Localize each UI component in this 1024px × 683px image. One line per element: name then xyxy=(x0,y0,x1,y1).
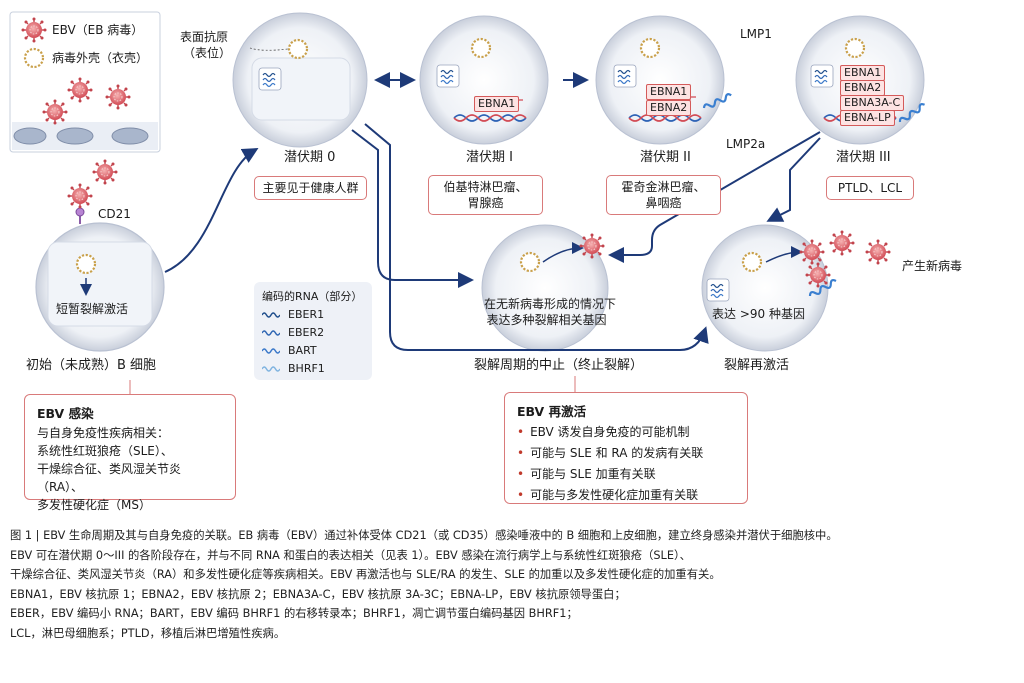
flow-arrows xyxy=(164,72,821,351)
rna-legend-item: EBER1 xyxy=(262,306,364,324)
latency3-tag-ebna1: EBNA1 xyxy=(840,65,886,81)
reactivation-label: 裂解再激活 xyxy=(724,358,790,373)
epithelium-panel xyxy=(9,11,161,153)
latency2-cell xyxy=(595,15,734,145)
caption-line: EBNA1，EBV 核抗原 1；EBNA2，EBV 核抗原 2；EBNA3A-C… xyxy=(10,587,626,601)
infection-line: 与自身免疫性疾病相关： xyxy=(37,426,170,440)
infection-line: 系统性红斑狼疮（SLE）、 xyxy=(37,444,173,458)
latency1-cell xyxy=(419,15,549,145)
lmp2a-label: LMP2a xyxy=(726,137,766,151)
rna-legend-title: 编码的RNA（部分） xyxy=(262,290,363,303)
latency3-tag-ebna2: EBNA2 xyxy=(840,80,886,96)
rna-legend-item: BHRF1 xyxy=(262,360,364,378)
caption-line: EBV 可在潜伏期 0～III 的各阶段存在，并与不同 RNA 和蛋白的表达相关… xyxy=(10,548,691,562)
legend-capsid-label: 病毒外壳（衣壳） xyxy=(52,51,149,65)
latency2-label: 潜伏期 II xyxy=(640,150,691,165)
naive-b-cell-label: 初始（未成熟）B 细胞 xyxy=(26,358,157,373)
reactivation-cell xyxy=(701,224,892,352)
infection-box-title: EBV 感染 xyxy=(37,406,94,421)
caption-line: 图 1 | EBV 生命周期及其与自身免疫的关联。EB 病毒（EBV）通过补体受… xyxy=(10,529,838,542)
new-virus-label: 产生新病毒 xyxy=(902,259,963,273)
ebv-reactivation-box: EBV 再激活 EBV 诱发自身免疫的可能机制 可能与 SLE 和 RA 的发病… xyxy=(504,392,748,504)
naive-inside-label: 短暂裂解激活 xyxy=(56,302,129,316)
latency1-label: 潜伏期 I xyxy=(466,150,513,165)
cd21-label: CD21 xyxy=(98,207,131,221)
rna-legend-item: BART xyxy=(262,342,364,360)
legend-ebv-label: EBV（EB 病毒） xyxy=(52,23,144,37)
latency1-tag-ebna1: EBNA1 xyxy=(474,96,520,112)
infection-line: 多发性硬化症（MS） xyxy=(37,498,151,512)
latency3-callout: PTLD、LCL xyxy=(826,176,914,200)
latency2-tag-ebna1: EBNA1 xyxy=(646,84,692,100)
latency2-callout: 霍奇金淋巴瘤、鼻咽癌 xyxy=(606,175,721,215)
latency3-label: 潜伏期 III xyxy=(836,150,891,165)
latency3-tag-ebna3ac: EBNA3A-C xyxy=(840,95,905,111)
latency0-cell xyxy=(232,12,368,148)
caption-line: 干燥综合征、类风湿关节炎（RA）和多发性硬化症等疾病相关。EBV 再激活也与 S… xyxy=(10,568,721,581)
lmp1-label: LMP1 xyxy=(740,27,772,41)
figure-caption: 图 1 | EBV 生命周期及其与自身免疫的关联。EB 病毒（EBV）通过补体受… xyxy=(10,526,1010,643)
caption-line: LCL，淋巴母细胞系；PTLD，移植后淋巴增殖性疾病。 xyxy=(10,626,286,640)
legend-ebv-icon xyxy=(20,16,48,44)
latency0-callout: 主要见于健康人群 xyxy=(254,176,367,200)
latency1-callout: 伯基特淋巴瘤、胃腺癌 xyxy=(428,175,543,215)
abortive-label: 裂解周期的中止（终止裂解） xyxy=(474,358,644,373)
reactivation-bullet: 可能与 SLE 和 RA 的发病有关联 xyxy=(517,443,735,464)
naive-b-cell xyxy=(35,158,165,352)
latency2-tag-ebna2: EBNA2 xyxy=(646,100,692,116)
infection-line: 干燥综合征、类风湿关节炎（RA）、 xyxy=(37,462,182,494)
surface-antigen-label: 表面抗原 xyxy=(180,30,229,44)
legend-capsid-icon xyxy=(23,47,45,69)
abortive-line1: 在无新病毒形成的情况下 xyxy=(484,297,617,311)
caption-line: EBER，EBV 编码小 RNA；BART，EBV 编码 BHRF1 的右移转录… xyxy=(10,607,578,620)
latency0-label: 潜伏期 0 xyxy=(284,150,336,165)
surface-antigen-sub: （表位） xyxy=(183,46,232,60)
abortive-line2: 表达多种裂解相关基因 xyxy=(486,313,607,327)
reactivation-bullet: EBV 诱发自身免疫的可能机制 xyxy=(517,422,735,443)
latency3-tag-ebnalp: EBNA-LP xyxy=(840,110,895,126)
rna-legend-item: EBER2 xyxy=(262,324,364,342)
abortive-lytic-cell xyxy=(481,224,609,352)
reactivation-bullet: 可能与 SLE 加重有关联 xyxy=(517,464,735,485)
reactivation-box-title: EBV 再激活 xyxy=(517,404,587,419)
ebv-infection-box: EBV 感染 与自身免疫性疾病相关： 系统性红斑狼疮（SLE）、 干燥综合征、类… xyxy=(24,394,236,512)
reactivation-bullet: 可能与多发性硬化症加重有关联 xyxy=(517,485,735,506)
rna-legend: 编码的RNA（部分） EBER1 EBER2 BART BHRF1 xyxy=(254,282,372,380)
reactivation-inside: 表达 >90 种基因 xyxy=(712,307,805,321)
